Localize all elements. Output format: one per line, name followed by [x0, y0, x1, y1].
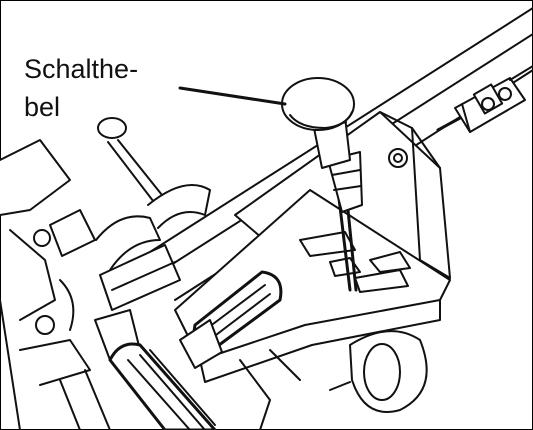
callout-label: Schalthe- bel [24, 50, 138, 126]
callout-line-1: Schalthe- [24, 54, 139, 84]
handle-grip [179, 270, 283, 369]
foreground-grip [108, 342, 217, 430]
bolt-head [388, 148, 408, 168]
callout-leader-line [178, 86, 287, 106]
cable-connector [436, 65, 533, 133]
shift-knob [281, 77, 355, 131]
left-mechanism [0, 117, 211, 386]
wheel [329, 330, 428, 413]
callout-line-2: bel [24, 92, 61, 122]
bottom-frame [0, 299, 301, 430]
